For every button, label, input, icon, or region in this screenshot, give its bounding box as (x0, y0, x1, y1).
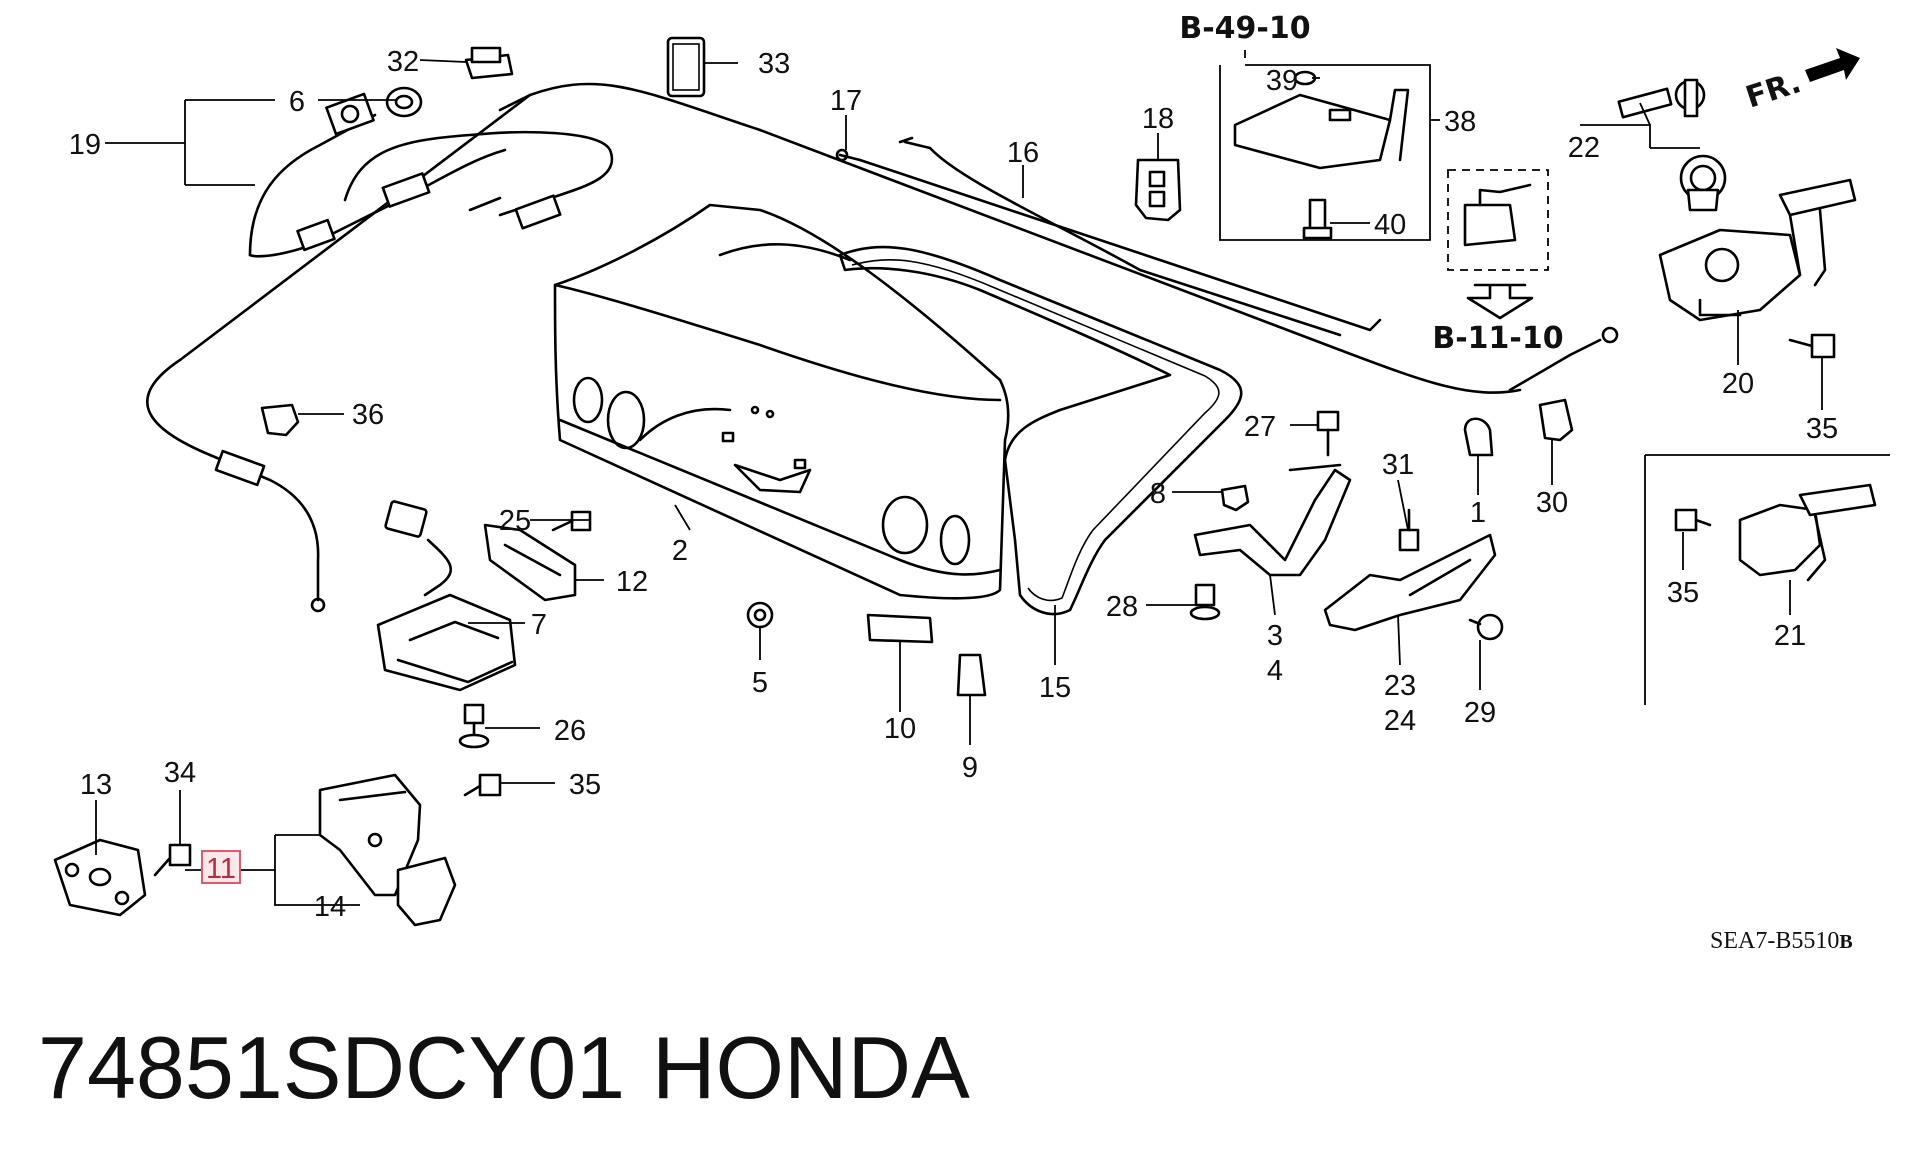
label-20: 20 (1722, 368, 1754, 400)
label-4: 4 (1267, 655, 1283, 687)
label-35-inset: 35 (1667, 577, 1699, 609)
label-39: 39 (1266, 65, 1298, 97)
label-24: 24 (1384, 705, 1416, 737)
clip-32 (464, 46, 514, 80)
label-35-latch: 35 (569, 769, 601, 801)
label-17: 17 (830, 85, 862, 117)
label-8: 8 (1150, 478, 1166, 510)
diagram-code: SEA7-B5510B (1710, 928, 1853, 954)
front-direction-label: FR. (1742, 65, 1806, 115)
clip-36 (260, 403, 300, 437)
label-33: 33 (758, 48, 790, 80)
fuel-opener-cable (248, 92, 614, 258)
reference-b-49-10: B-49-10 (1179, 11, 1310, 46)
key-cylinder (1617, 78, 1727, 212)
label-36: 36 (352, 399, 384, 431)
actuator-7 (376, 500, 517, 692)
bracket-30 (1538, 398, 1574, 442)
bolt-31 (1398, 508, 1420, 552)
plug-9 (956, 653, 987, 697)
label-7: 7 (531, 609, 547, 641)
bracket-12 (483, 523, 577, 602)
seal-10 (866, 613, 934, 644)
label-29: 29 (1464, 697, 1496, 729)
trunk-latch (318, 773, 457, 927)
trunk-switch-box (1447, 169, 1549, 320)
callout-labels: 19 6 32 33 17 16 18 B-49-10 39 38 40 B-1… (69, 11, 1853, 954)
label-25: 25 (499, 505, 531, 537)
label-18: 18 (1142, 103, 1174, 135)
label-34: 34 (164, 757, 196, 789)
front-direction-arrow (1805, 48, 1860, 82)
label-38: 38 (1444, 106, 1476, 138)
bolt-35-top (1788, 333, 1836, 359)
label-19: 19 (69, 129, 101, 161)
label-28: 28 (1106, 591, 1138, 623)
bolt-27 (1316, 410, 1340, 457)
bumper-8 (1220, 484, 1250, 512)
label-9: 9 (962, 752, 978, 784)
label-16: 16 (1007, 137, 1039, 169)
brand-name: HONDA (652, 1018, 970, 1117)
lock-assembly-20 (1658, 178, 1857, 322)
label-6: 6 (289, 86, 305, 118)
label-11-highlighted: 11 (206, 853, 236, 885)
clip-1 (1463, 417, 1494, 457)
label-26: 26 (554, 715, 586, 747)
label-13: 13 (80, 769, 112, 801)
clip-29 (1468, 613, 1504, 641)
label-30: 30 (1536, 487, 1568, 519)
label-23: 23 (1384, 670, 1416, 702)
hinge-cover-23-24 (1323, 533, 1497, 632)
label-12: 12 (616, 566, 648, 598)
label-22: 22 (1568, 132, 1600, 164)
label-10: 10 (884, 713, 916, 745)
bolt-26 (458, 703, 490, 749)
label-5: 5 (752, 667, 768, 699)
grommet-5 (746, 601, 774, 629)
trunk-lid (553, 203, 1010, 600)
label-15: 15 (1039, 672, 1071, 704)
label-35-top: 35 (1806, 413, 1838, 445)
label-31: 31 (1382, 449, 1414, 481)
inset-lock-21 (1644, 454, 1890, 705)
label-32: 32 (387, 46, 419, 78)
label-27: 27 (1244, 411, 1276, 443)
label-14: 14 (314, 891, 346, 923)
bolt-28 (1189, 583, 1221, 621)
pad-33 (666, 36, 706, 98)
hinge-3-4 (1193, 463, 1352, 577)
label-2: 2 (672, 535, 688, 567)
label-21: 21 (1774, 620, 1806, 652)
leader-lines (95, 50, 1823, 906)
grommet-6 (385, 86, 423, 118)
bolt-35-latch (463, 773, 502, 797)
support-rod-16 (898, 136, 1342, 337)
label-40: 40 (1374, 209, 1406, 241)
bolt-25 (551, 510, 592, 532)
part-caption: 74851SDCY01 HONDA (38, 1018, 970, 1117)
support-rod-17 (835, 148, 1382, 332)
striker-13 (53, 838, 147, 917)
stay-18 (1134, 158, 1182, 222)
highlight-box-11 (201, 850, 241, 884)
reference-b-11-10: B-11-10 (1432, 321, 1563, 356)
label-1: 1 (1470, 497, 1486, 529)
opener-cable (146, 82, 1619, 613)
label-3: 3 (1267, 620, 1283, 652)
weatherstrip (838, 245, 1243, 616)
bolt-34 (153, 843, 192, 877)
part-number: 74851SDCY01 (38, 1018, 625, 1117)
